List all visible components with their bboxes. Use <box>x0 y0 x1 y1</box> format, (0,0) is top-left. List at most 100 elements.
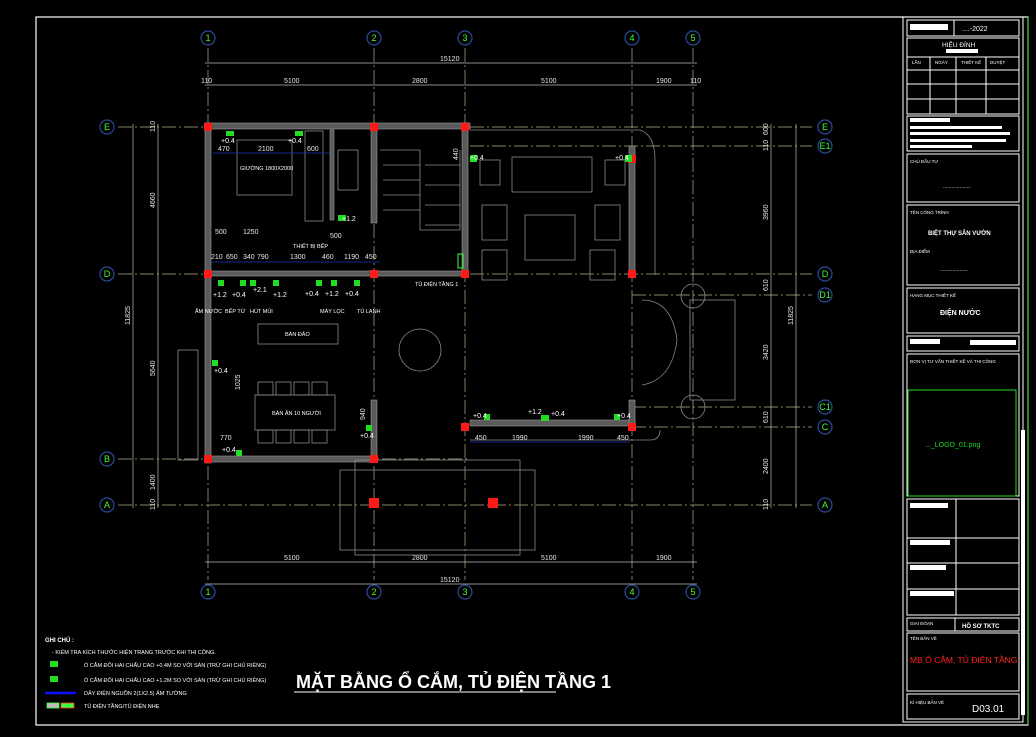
path-mark <box>218 280 224 286</box>
title_block-project: BIỆT THỰ SÂN VƯỜN <box>928 229 991 237</box>
rect-mark <box>370 270 378 278</box>
title_block-project_label: TÊN CÔNG TRÌNH <box>910 208 949 215</box>
rect-mark <box>461 270 469 278</box>
title_block-sheet_no: D03.01 <box>972 704 1005 715</box>
path-mark <box>366 425 372 431</box>
rect-mark <box>204 123 212 131</box>
title_block-rev_cols-1: NGÀY <box>935 59 948 65</box>
path-mark <box>541 415 549 421</box>
circle-mark <box>817 119 833 135</box>
rect-mark <box>354 459 521 556</box>
circle-mark <box>99 119 115 135</box>
notes-items-3: DÂY ĐIỆN NGUỒN 2(1X2.5) ÂM TƯỜNG <box>84 689 187 697</box>
circle-mark <box>366 584 382 600</box>
drawing-grid_y_right-1: E1 <box>819 141 830 151</box>
drawing-socket_heights-0: +0.4 <box>617 413 631 420</box>
rect-mark <box>293 381 310 396</box>
drawing-inner_dims-2: 600 <box>307 146 319 153</box>
rect-mark <box>910 591 954 596</box>
title_block-rev_cols-3: DUYỆT <box>990 58 1006 65</box>
socket-12-symbol <box>50 676 58 682</box>
title_block-year: ....-2022 <box>962 26 988 33</box>
rect-mark <box>910 540 950 545</box>
sheet-name: MB Ổ CẮM, TỦ ĐIỆN TẦNG 1 <box>910 654 1025 665</box>
socket-04-symbol <box>50 661 58 667</box>
drawing-rooms-dining: BÀN ĂN 10 NGƯỜI <box>272 410 321 417</box>
rect-mark <box>910 565 946 570</box>
drawing-dims_bottom-segments-2: 5100 <box>541 555 557 562</box>
circle-mark <box>457 584 473 600</box>
circle-mark <box>99 451 115 467</box>
drawing-dims_right-total: 11825 <box>788 306 795 325</box>
drawing-grid_y_left-3: A <box>104 500 110 510</box>
drawing-socket_heights-0: +0.4 <box>473 413 487 420</box>
drawing-socket_heights-0: +0.4 <box>345 291 359 298</box>
drawing-inner_dims-8: 340 <box>243 254 255 261</box>
drawing-inner_dims-5: 500 <box>330 233 342 240</box>
drawing-inner_dims-11: 460 <box>322 254 334 261</box>
title_block-category_label: HẠNG MỤC THIẾT KẾ <box>910 292 956 298</box>
drawing-inner_dims-10: 1300 <box>290 254 306 261</box>
drawing-rooms-fridge: TỦ LẠNH <box>357 308 381 315</box>
drawing-inner_dims-12: 1190 <box>344 254 359 261</box>
circle-mark <box>817 497 833 513</box>
rect-mark <box>910 503 948 508</box>
title_block-stage: HỒ SƠ TKTC <box>962 623 1000 630</box>
path-mark <box>641 299 678 386</box>
drawing-inner_dims-7: 650 <box>226 254 238 261</box>
rect-mark <box>204 270 468 277</box>
drawing-grid_x-3: 4 <box>629 587 634 597</box>
rect-mark <box>910 339 940 344</box>
drawing-grid_y_right-3: D1 <box>819 290 831 300</box>
drawing-socket_heights-0: +0.4 <box>305 291 319 298</box>
notes-items-0: - KIỂM TRA KÍCH THƯỚC HIỆN TRẠNG TRƯỚC K… <box>52 648 216 656</box>
drawing-dims_left-segments-1: 4660 <box>150 192 157 208</box>
coffee-table <box>524 214 576 261</box>
drawing-grid_y_right-4: C1 <box>819 402 831 412</box>
path-mark <box>484 414 490 420</box>
drawing-grid_y_left-1: D <box>104 269 111 279</box>
drawing-dims_left-segments-3: 1400 <box>150 474 157 490</box>
drawing-grid_y_right-0: E <box>822 122 828 132</box>
rect-mark <box>275 381 292 396</box>
drawing-grid_x-2: 3 <box>462 33 467 43</box>
path-mark <box>354 280 360 286</box>
inner-dimensions: 470 2100 600 500 1250 500 210 650 340 79… <box>211 146 630 443</box>
drawing-grid_x-2: 3 <box>462 587 467 597</box>
drawing-inner_dims-0: 470 <box>218 146 230 153</box>
rect-mark <box>257 429 274 444</box>
drawing-dims_right-segments-3: 610 <box>763 279 770 291</box>
rect-mark <box>204 270 212 278</box>
rect-mark <box>628 145 636 277</box>
rect-mark <box>906 353 1020 497</box>
drawing-dims_right-segments-4: 3420 <box>763 344 770 360</box>
drawing-dims_bottom-segments-0: 5100 <box>284 555 300 562</box>
drawing-dims_left-segments-4: 110 <box>150 499 157 510</box>
rect-mark <box>628 270 636 278</box>
drawing-rooms-panel: TỦ ĐIỆN TẦNG 1 <box>415 280 458 288</box>
title_block-rev_cols-0: LẦN <box>912 59 921 65</box>
notes-heading: GHI CHÚ : <box>45 637 74 644</box>
drawing-grid_x-4: 5 <box>690 33 695 43</box>
rect-mark <box>910 139 1006 142</box>
rect-mark <box>461 423 469 431</box>
drawing-inner_dims-16: 770 <box>220 435 232 442</box>
title_block-sheet_name_label: TÊN BẢN VẼ <box>910 634 937 641</box>
path-mark <box>470 429 661 441</box>
rect-mark <box>906 204 1020 286</box>
rect-mark <box>339 469 536 551</box>
title_block-revision: HIỆU ĐÍNH <box>942 40 976 49</box>
drawing-grid_y_right-6: A <box>822 500 828 510</box>
drawing-rooms-stove: BẾP TỪ <box>225 308 246 315</box>
title_block-rev_cols-2: THIẾT KẾ <box>961 59 981 65</box>
rect-mark <box>304 130 324 222</box>
lowvolt-panel-symbol <box>60 702 75 709</box>
drawing-grid_x-3: 4 <box>629 33 634 43</box>
path-mark <box>470 155 477 162</box>
drawing-inner_dims-6: 210 <box>211 254 223 261</box>
drawing-socket_heights-1: +1.2 <box>528 409 542 416</box>
rect-mark <box>370 123 378 131</box>
notes-items-2: Ổ CẮM ĐÔI HAI CHẤU CAO +1.2M SO VỚI SÀN … <box>84 676 266 684</box>
title_block-sheet_no_label: KÍ HIỆU BẢN VẼ <box>910 698 944 705</box>
rect-mark <box>910 132 1010 135</box>
